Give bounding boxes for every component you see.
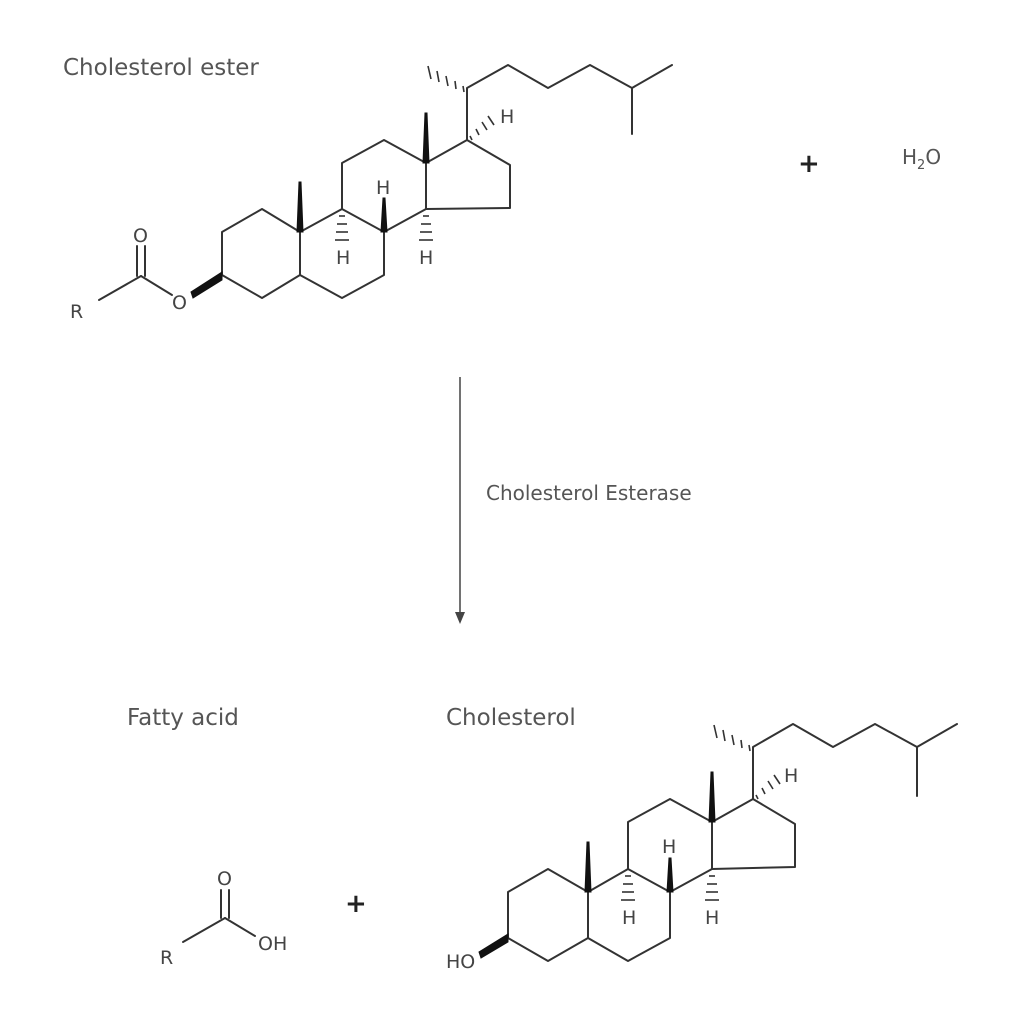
- h-atom: H: [705, 907, 719, 929]
- reactant-label: Cholesterol ester: [63, 55, 259, 81]
- carbonyl-oxygen: O: [217, 868, 232, 890]
- ester-oxygen: O: [172, 292, 187, 314]
- cholesterol-ester-structure: H H H H O O R: [70, 64, 673, 323]
- h-atom: H: [784, 765, 798, 787]
- r-group: R: [160, 947, 173, 969]
- plus-sign-top: +: [798, 149, 820, 179]
- product2-label: Cholesterol: [446, 705, 576, 731]
- carbonyl-oxygen: O: [133, 225, 148, 247]
- plus-sign-bottom: +: [345, 889, 367, 919]
- reaction-arrow: [455, 377, 465, 624]
- h-atom: H: [662, 836, 676, 858]
- cholesterol-structure: H H H H HO: [446, 723, 958, 973]
- h-atom: H: [376, 177, 390, 199]
- r-group: R: [70, 301, 83, 323]
- hydroxyl-group: OH: [258, 933, 287, 955]
- h-atom: H: [622, 907, 636, 929]
- water-formula: H2O: [902, 145, 941, 173]
- product1-label: Fatty acid: [127, 705, 239, 731]
- h-atom: H: [500, 106, 514, 128]
- h-atom: H: [419, 247, 433, 269]
- enzyme-label: Cholesterol Esterase: [486, 481, 692, 505]
- fatty-acid-structure: O OH R: [160, 868, 287, 969]
- h-atom: H: [336, 247, 350, 269]
- hydroxyl-group: HO: [446, 951, 475, 973]
